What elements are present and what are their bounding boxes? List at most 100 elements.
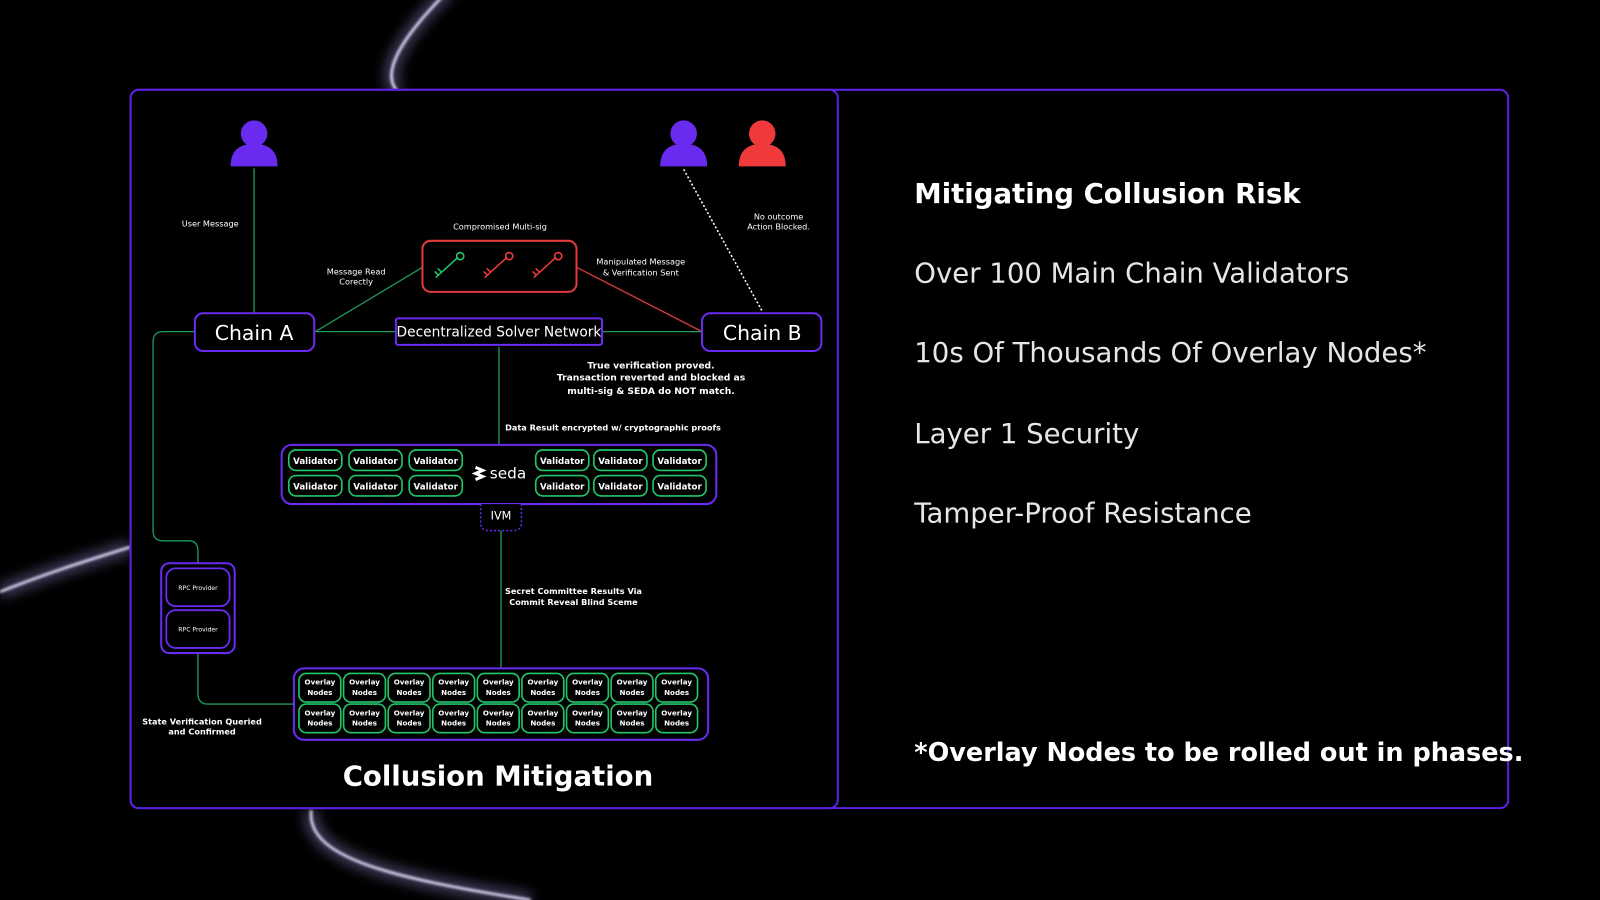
- panel-heading: Mitigating Collusion Risk: [914, 178, 1301, 210]
- overlay-label: Nodes: [352, 719, 377, 728]
- overlay-label: Nodes: [352, 688, 377, 697]
- overlay-node: [610, 703, 654, 734]
- no-outcome-label: No outcome: [754, 211, 803, 221]
- overlay-label: Nodes: [307, 688, 332, 697]
- validator-node: [593, 474, 648, 497]
- overlay-label: Overlay: [305, 708, 336, 717]
- overlay-node: [521, 703, 565, 734]
- validator-node: [593, 449, 648, 472]
- solver-network-label: Decentralized Solver Network: [397, 325, 602, 341]
- seda-logo-text: seda: [490, 465, 526, 483]
- key-icon: [434, 251, 465, 279]
- no-outcome-label-2: Action Blocked.: [747, 222, 810, 232]
- overlay-label: Nodes: [486, 688, 511, 697]
- overlay-node: [476, 703, 520, 734]
- validator-label: Validator: [414, 457, 459, 467]
- validator-node: [287, 449, 343, 472]
- overlay-label: Overlay: [483, 708, 514, 717]
- overlay-label: Nodes: [620, 688, 645, 697]
- overlay-node: [565, 703, 610, 734]
- overlay-node: [298, 672, 342, 703]
- overlay-label: Overlay: [527, 708, 558, 717]
- overlay-label: Overlay: [572, 678, 603, 687]
- overlay-label: Nodes: [530, 688, 555, 697]
- overlay-label: Overlay: [438, 708, 469, 717]
- key-icon: [532, 251, 563, 279]
- message-read-label-2: Corectly: [339, 277, 373, 287]
- validator-node: [652, 474, 707, 497]
- ivm-label: IVM: [491, 509, 512, 522]
- overlay-label: Overlay: [349, 708, 380, 717]
- overlay-label: Nodes: [441, 719, 466, 728]
- chain-a-label: Chain A: [215, 321, 294, 345]
- overlay-label: Overlay: [661, 708, 692, 717]
- overlay-node: [654, 703, 699, 734]
- overlay-label: Overlay: [349, 678, 380, 687]
- rpc-provider-label: RPC Provider: [178, 627, 218, 634]
- message-read-label: Message Read: [327, 266, 386, 276]
- diagram-title: Collusion Mitigation: [343, 761, 654, 793]
- overlay-node: [521, 672, 565, 703]
- overlay-node: [387, 703, 431, 734]
- overlay-label: Nodes: [620, 719, 645, 728]
- validator-label: Validator: [540, 457, 585, 467]
- validator-label: Validator: [657, 457, 702, 467]
- background-streaks: [0, 0, 532, 900]
- chain-a-node: Chain A: [193, 312, 316, 353]
- validator-node: [348, 449, 403, 472]
- user-message-label: User Message: [182, 219, 239, 229]
- validator-label: Validator: [540, 482, 585, 492]
- validator-label: Validator: [293, 482, 338, 492]
- overlay-node: [387, 672, 431, 703]
- validator-node: [408, 449, 464, 472]
- validator-label: Validator: [598, 482, 643, 492]
- overlay-label: Overlay: [438, 678, 469, 687]
- panel-point: Layer 1 Security: [914, 418, 1139, 450]
- chain-b-label: Chain B: [723, 321, 802, 345]
- validator-node: [408, 474, 464, 497]
- data-result-label: Data Result encrypted w/ cryptographic p…: [505, 423, 721, 433]
- validator-label: Validator: [293, 457, 338, 467]
- true-verification-label-3: multi-sig & SEDA do NOT match.: [567, 386, 734, 397]
- overlay-node: [298, 703, 342, 734]
- overlay-node: [476, 672, 520, 703]
- compromised-multisig-box: [421, 239, 578, 293]
- overlay-label: Overlay: [572, 708, 603, 717]
- overlay-label: Nodes: [664, 719, 689, 728]
- solver-network-node: Decentralized Solver Network: [394, 317, 604, 346]
- overlay-label: Overlay: [617, 708, 648, 717]
- rpc-provider-node: [165, 567, 231, 608]
- overlay-label: Overlay: [527, 678, 558, 687]
- connectors: [152, 168, 763, 705]
- panel-point: 10s Of Thousands Of Overlay Nodes*: [914, 337, 1426, 369]
- true-verification-label-2: Transaction reverted and blocked as: [557, 373, 746, 384]
- validator-node: [534, 449, 590, 472]
- ivm-node: IVM: [479, 504, 523, 532]
- overlay-label: Nodes: [441, 688, 466, 697]
- key-icon: [483, 251, 514, 279]
- overlay-label: Nodes: [397, 688, 422, 697]
- panel-point: Tamper-Proof Resistance: [913, 497, 1251, 529]
- user-icon: [660, 120, 708, 167]
- validator-label: Validator: [414, 482, 459, 492]
- overlay-node-set: OverlayNodesOverlayNodesOverlayNodesOver…: [292, 667, 710, 741]
- overlay-node: [342, 672, 387, 703]
- validator-node: [534, 474, 590, 497]
- panel-point: Over 100 Main Chain Validators: [914, 258, 1349, 290]
- chain-b-node: Chain B: [701, 312, 823, 353]
- secret-committee-label-2: Commit Reveal Blind Sceme: [509, 597, 638, 607]
- attacker-user-icon: [738, 120, 786, 167]
- overlay-label: Overlay: [483, 678, 514, 687]
- panel-footnote: *Overlay Nodes to be rolled out in phase…: [914, 738, 1523, 768]
- validator-label: Validator: [657, 482, 702, 492]
- overlay-label: Nodes: [575, 688, 600, 697]
- overlay-node: [565, 672, 610, 703]
- overlay-node: [610, 672, 654, 703]
- manipulated-label: Manipulated Message: [596, 256, 685, 266]
- validator-label: Validator: [598, 457, 643, 467]
- rpc-provider-group: RPC Provider RPC Provider: [160, 562, 236, 655]
- overlay-label: Overlay: [305, 678, 336, 687]
- overlay-label: Overlay: [394, 678, 425, 687]
- overlay-node: [654, 672, 699, 703]
- overlay-label: Nodes: [575, 719, 600, 728]
